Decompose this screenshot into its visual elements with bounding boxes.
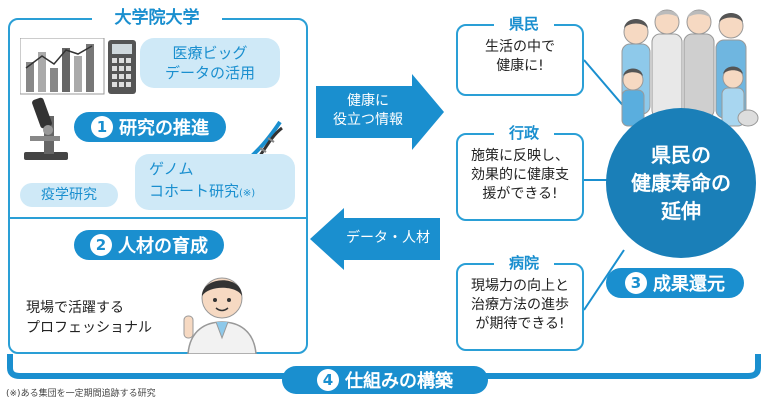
hospital-title: 病院	[494, 253, 554, 273]
bar-chart-illustration	[20, 38, 136, 95]
genome-line2: コホート研究	[149, 182, 240, 200]
genome-line1: ゲノム	[149, 160, 194, 178]
talent-pill: 2 人材の育成	[74, 230, 224, 260]
professional-line1: 現場で活躍する	[26, 300, 124, 316]
genome-bubble: ゲノム コホート研究(※)	[135, 154, 295, 210]
administration-line1: 施策に反映し、	[471, 148, 569, 164]
section-divider	[8, 217, 308, 219]
results-pill: 3 成果還元	[606, 268, 744, 298]
prefecture-box: 生活の中で 健康に!	[456, 24, 584, 96]
system-number: 4	[317, 369, 339, 391]
arrow-right-line2: 役立つ情報	[333, 112, 403, 128]
administration-line3: 援ができる!	[482, 186, 558, 202]
bigdata-bubble: 医療ビッグ データの活用	[140, 38, 280, 88]
research-label: 研究の推進	[119, 118, 209, 139]
research-pill: 1 研究の推進	[74, 112, 226, 142]
arrow-left	[310, 208, 440, 270]
arrow-right	[316, 74, 444, 150]
talent-label: 人材の育成	[118, 236, 208, 257]
professional-line2: プロフェッショナル	[26, 320, 152, 336]
results-label: 成果還元	[653, 274, 725, 295]
administration-line2: 効果的に健康支	[471, 167, 569, 183]
administration-box: 施策に反映し、 効果的に健康支 援ができる!	[456, 133, 584, 221]
bigdata-line1: 医療ビッグ	[172, 44, 248, 62]
hospital-line1: 現場力の向上と	[471, 278, 569, 294]
hospital-line3: が期待できる!	[475, 316, 565, 332]
hospital-line2: 治療方法の進歩	[471, 297, 569, 313]
talent-number: 2	[90, 234, 112, 256]
goal-line3: 延伸	[661, 199, 701, 223]
family-illustration	[621, 9, 759, 127]
healthy-life-circle: 県民の 健康寿命の 延伸	[606, 108, 756, 258]
results-number: 3	[625, 272, 647, 294]
university-title: 大学院大学	[92, 6, 222, 30]
footnote: (※)ある集団を一定期間追跡する研究	[6, 389, 156, 399]
administration-title: 行政	[494, 123, 554, 143]
genome-note: (※)	[239, 188, 256, 199]
microscope-icon	[24, 97, 68, 160]
system-pill: 4 仕組みの構築	[282, 366, 488, 394]
system-label: 仕組みの構築	[345, 371, 453, 392]
prefecture-title: 県民	[494, 14, 554, 34]
arrow-left-label: データ・人材	[346, 230, 430, 246]
goal-line2: 健康寿命の	[631, 171, 731, 195]
prefecture-line1: 生活の中で	[485, 39, 555, 55]
professional-text: 現場で活躍する プロフェッショナル	[26, 298, 152, 338]
prefecture-line2: 健康に!	[496, 58, 544, 74]
goal-line1: 県民の	[651, 143, 711, 167]
epidemiology-bubble: 疫学研究	[20, 183, 118, 207]
hospital-box: 現場力の向上と 治療方法の進歩 が期待できる!	[456, 263, 584, 351]
research-number: 1	[91, 116, 113, 138]
doctor-illustration	[183, 277, 257, 354]
arrow-right-label: 健康に 役立つ情報	[320, 92, 416, 130]
arrow-right-line1: 健康に	[347, 93, 389, 109]
bigdata-line2: データの活用	[164, 64, 255, 82]
